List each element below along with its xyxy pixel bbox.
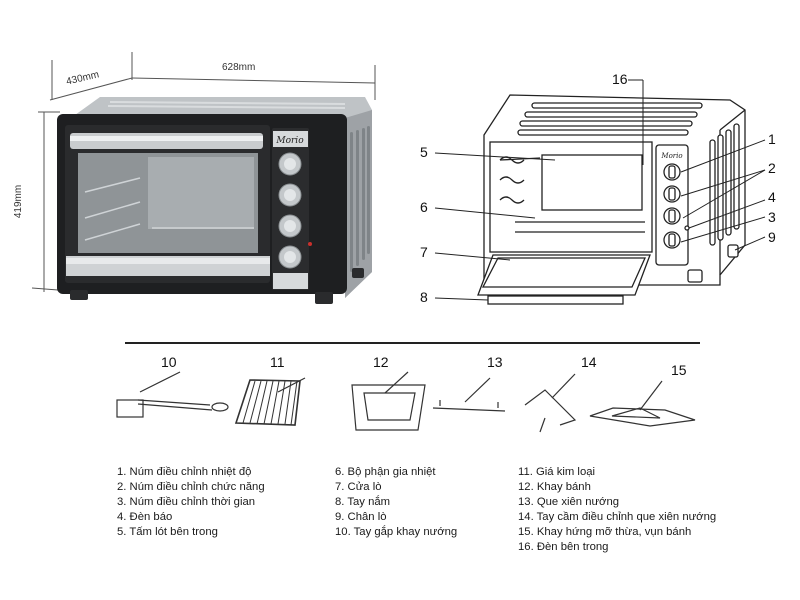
legend-item: 5. Tấm lót bên trong: [117, 526, 218, 538]
accessory-number-14: 14: [581, 354, 597, 370]
legend-item: 14. Tay cầm điều chỉnh que xiên nướng: [518, 511, 717, 523]
legend-item: 15. Khay hứng mỡ thừa, vụn bánh: [518, 526, 692, 538]
legend-item: 13. Que xiên nướng: [518, 496, 620, 508]
legend-item: 9. Chân lò: [335, 511, 387, 523]
legend-item: 16. Đèn bên trong: [518, 541, 609, 553]
oven-line-drawing: Morio: [477, 94, 746, 305]
callout-2: 2: [768, 160, 776, 176]
indicator-light-photo: [308, 242, 312, 246]
callout-4: 4: [768, 189, 776, 205]
legend-item: 12. Khay bánh: [518, 481, 591, 493]
legend-item: 10. Tay gắp khay nướng: [335, 526, 458, 538]
dimension-height-label: 419mm: [13, 184, 25, 219]
accessory-10-tongs: [116, 371, 229, 418]
callout-6: 6: [420, 199, 428, 215]
legend-item: 8. Tay nắm: [335, 496, 391, 508]
accessory-number-12: 12: [373, 354, 389, 370]
accessory-number-10: 10: [161, 354, 177, 370]
height-tick-bottom: [31, 287, 59, 291]
brand-logo-photo: Morio: [275, 136, 304, 146]
legend-item: 2. Núm điều chỉnh chức năng: [117, 481, 265, 493]
accessory-15-driptray: [589, 380, 696, 427]
accessory-14-handle: [524, 373, 577, 433]
callout-3: 3: [768, 209, 776, 225]
legend-item: 3. Núm điều chỉnh thời gian: [117, 496, 256, 508]
leader-7: [434, 252, 511, 261]
callout-8: 8: [420, 289, 428, 305]
legend-item: 4. Đèn báo: [117, 511, 173, 523]
legend-item: 6. Bộ phận gia nhiệt: [335, 466, 436, 478]
leader-4: [688, 199, 766, 229]
legend-item: 7. Cửa lò: [335, 481, 382, 493]
legend-column-2: 6. Bộ phận gia nhiệt 7. Cửa lò 8. Tay nắ…: [335, 465, 457, 540]
callout-leaders: [434, 79, 766, 301]
depth-line: [49, 77, 133, 101]
leader-5: [434, 152, 556, 161]
legend-item: 1. Núm điều chỉnh nhiệt độ: [117, 466, 252, 478]
callout-5: 5: [420, 144, 428, 160]
accessories-drawings: [116, 371, 696, 433]
leader-2b: [682, 169, 766, 219]
oven-photo: Morio: [57, 97, 372, 304]
legend-item: 11. Giá kim loại: [518, 466, 596, 478]
leader-2a: [680, 169, 766, 197]
callout-1: 1: [768, 131, 776, 147]
legend-column-3: 11. Giá kim loại 12. Khay bánh 13. Que x…: [518, 465, 716, 555]
leader-1: [680, 139, 766, 173]
accessory-13-skewer: [432, 377, 506, 412]
legend-column-1: 1. Núm điều chỉnh nhiệt độ 2. Núm điều c…: [117, 465, 265, 540]
width-line: [131, 77, 376, 84]
dimension-lines: [31, 52, 376, 292]
photo-knobs: [278, 152, 312, 269]
brand-logo-drawing: Morio: [660, 152, 682, 160]
accessory-12-tray: [351, 371, 426, 431]
accessory-number-15: 15: [671, 362, 687, 378]
accessory-11-rack: [234, 377, 306, 426]
dimension-width-label: 628mm: [222, 62, 256, 73]
callout-16: 16: [612, 71, 628, 87]
leader-6: [434, 207, 536, 219]
leader-3: [680, 216, 766, 243]
accessory-number-11: 11: [270, 354, 285, 370]
callout-7: 7: [420, 244, 428, 260]
leader-9: [734, 236, 766, 251]
accessory-number-13: 13: [487, 354, 503, 370]
callout-9: 9: [768, 229, 776, 245]
leader-8: [434, 297, 489, 301]
